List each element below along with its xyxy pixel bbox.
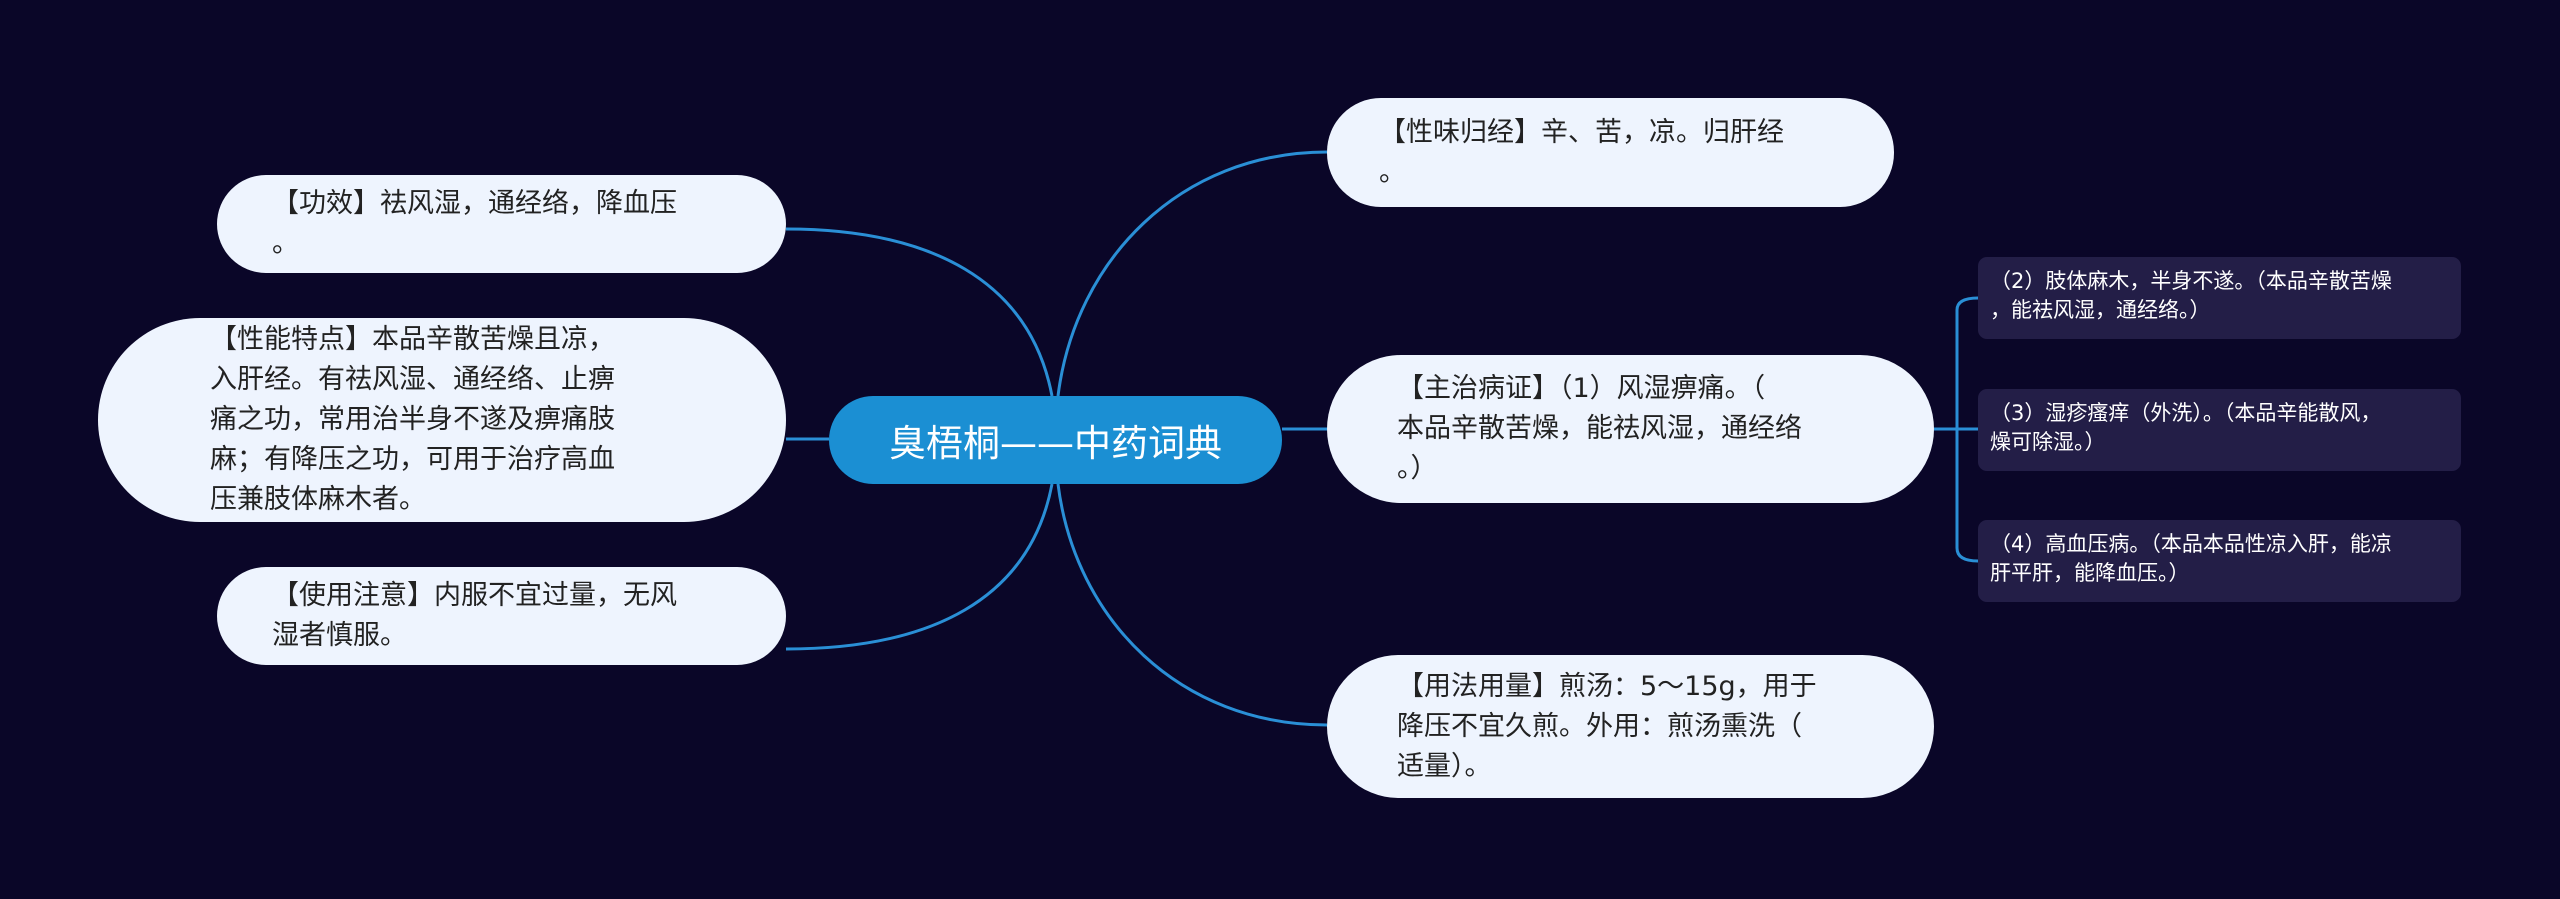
branch-label: 【性味归经】辛、苦，凉。归肝经 。 <box>1379 116 1784 188</box>
link-sub-1 <box>1955 296 1979 429</box>
link-gongxiao <box>785 227 1054 397</box>
branch-xingneng-tedian[interactable]: 【性能特点】本品辛散苦燥且凉， 入肝经。有祛风湿、通经络、止痹 痛之功，常用治半… <box>98 318 786 522</box>
branch-label: 【功效】祛风湿，通经络，降血压 。 <box>272 188 677 259</box>
branch-zhuzhi-bingzheng[interactable]: 【主治病证】（1）风湿痹痛。（ 本品辛散苦燥，能祛风湿，通经络 。） <box>1327 355 1934 503</box>
subtopic-label: （2）肢体麻木，半身不遂。（本品辛散苦燥 ，能祛风湿，通经络。） <box>1990 269 2392 322</box>
branch-yongfa-yongliang[interactable]: 【用法用量】煎汤：5～15g，用于 降压不宜久煎。外用：煎汤熏洗（ 适量）。 <box>1327 655 1934 798</box>
link-shiyong <box>785 483 1054 651</box>
subtopic-zhuzhi-2[interactable]: （2）肢体麻木，半身不遂。（本品辛散苦燥 ，能祛风湿，通经络。） <box>1978 257 2461 339</box>
subtopic-zhuzhi-3[interactable]: （3）湿疹瘙痒（外洗）。（本品辛能散风， 燥可除湿。） <box>1978 389 2461 471</box>
central-topic[interactable]: 臭梧桐——中药词典 <box>829 396 1282 484</box>
branch-label: 【用法用量】煎汤：5～15g，用于 降压不宜久煎。外用：煎汤熏洗（ 适量）。 <box>1397 670 1817 782</box>
branch-label: 【性能特点】本品辛散苦燥且凉， 入肝经。有祛风湿、通经络、止痹 痛之功，常用治半… <box>210 324 615 515</box>
subtopic-zhuzhi-4[interactable]: （4）高血压病。（本品本品性凉入肝，能凉 肝平肝，能降血压。） <box>1978 520 2461 602</box>
subtopic-label: （3）湿疹瘙痒（外洗）。（本品辛能散风， 燥可除湿。） <box>1990 401 2382 454</box>
link-sub-3 <box>1955 429 1979 563</box>
link-yongfa <box>1056 483 1328 727</box>
link-xingwei <box>1056 150 1328 397</box>
subtopic-label: （4）高血压病。（本品本品性凉入肝，能凉 肝平肝，能降血压。） <box>1990 532 2392 585</box>
branch-label: 【使用注意】内服不宜过量，无风 湿者慎服。 <box>272 580 677 651</box>
branch-gongxiao[interactable]: 【功效】祛风湿，通经络，降血压 。 <box>217 175 786 273</box>
branch-shiyong-zhuyi[interactable]: 【使用注意】内服不宜过量，无风 湿者慎服。 <box>217 567 786 665</box>
branch-xingwei-guijing[interactable]: 【性味归经】辛、苦，凉。归肝经 。 <box>1327 98 1894 207</box>
central-topic-label: 臭梧桐——中药词典 <box>889 422 1222 465</box>
branch-label: 【主治病证】（1）风湿痹痛。（ 本品辛散苦燥，能祛风湿，通经络 。） <box>1397 373 1802 484</box>
